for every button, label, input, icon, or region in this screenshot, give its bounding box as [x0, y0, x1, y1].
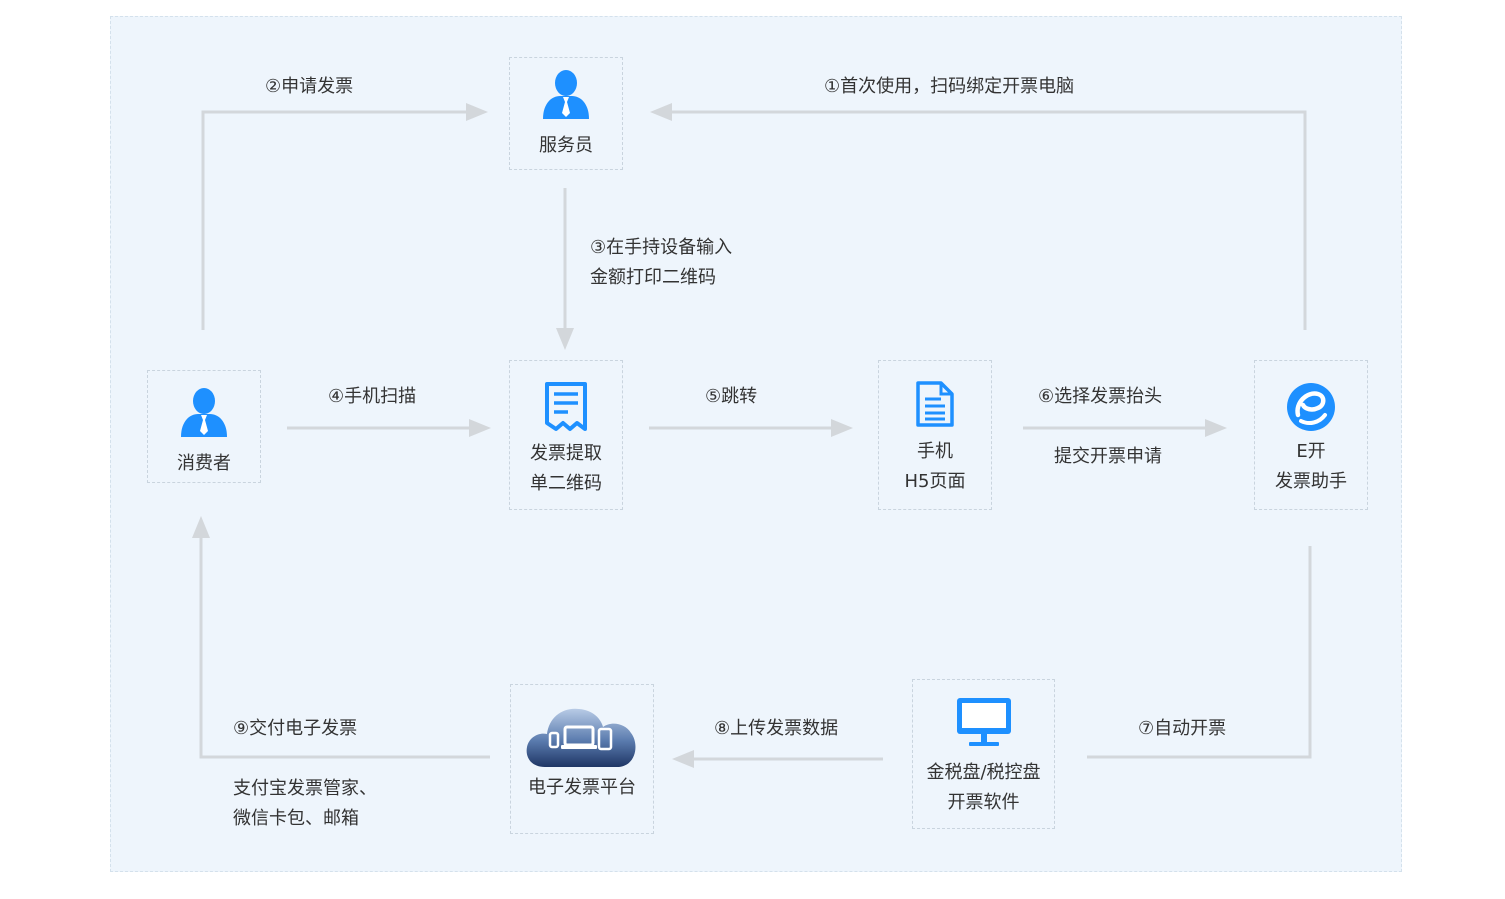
cloud-devices-icon: [526, 708, 636, 767]
person-tie-icon: [181, 388, 227, 437]
e-logo-icon: [1287, 383, 1335, 431]
edge-step1-label: ①首次使用，扫码绑定开票电脑: [824, 76, 1075, 97]
node-consumer: 消费者: [147, 370, 261, 483]
node-invoice-software: 金税盘/税控盘 开票软件: [912, 679, 1055, 829]
monitor-icon: [956, 698, 1011, 746]
node-e-invoice-platform: 电子发票平台: [510, 684, 654, 834]
person-tie-icon: [543, 70, 589, 119]
node-software-label-line2: 开票软件: [947, 792, 1020, 813]
node-e-assistant: E开 发票助手: [1254, 360, 1368, 510]
node-waiter: 服务员: [509, 57, 623, 170]
edge-step8-label: ⑧上传发票数据: [714, 718, 839, 739]
document-icon: [916, 381, 954, 427]
node-software-label-line1: 金税盘/税控盘: [926, 762, 1041, 783]
node-e-assistant-label-line1: E开: [1296, 441, 1326, 462]
edge-step5-label: ⑤跳转: [705, 386, 758, 407]
node-consumer-label: 消费者: [177, 453, 231, 474]
edge-step6-label-line2: 提交开票申请: [1054, 446, 1162, 467]
node-e-assistant-label-line2: 发票助手: [1275, 471, 1347, 492]
node-h5-label-line1: 手机: [917, 441, 953, 462]
receipt-icon: [545, 382, 587, 431]
edge-step6-label-line1: ⑥选择发票抬头: [1038, 386, 1163, 407]
node-qr-label-line1: 发票提取: [530, 443, 602, 464]
node-qr-receipt: 发票提取 单二维码: [509, 360, 623, 510]
node-h5-page: 手机 H5页面: [878, 360, 992, 510]
node-qr-label-line2: 单二维码: [530, 473, 602, 494]
edge-step9-note-line1: 支付宝发票管家、: [233, 778, 377, 799]
node-waiter-label: 服务员: [539, 135, 593, 156]
edge-step3-label-line1: ③在手持设备输入: [590, 237, 733, 258]
edge-step7-label: ⑦自动开票: [1138, 718, 1227, 739]
edge-step2-label: ②申请发票: [265, 76, 354, 97]
edge-step9-note-line2: 微信卡包、邮箱: [233, 808, 359, 829]
edge-step3-label-line2: 金额打印二维码: [590, 267, 716, 288]
edge-step4-label: ④手机扫描: [328, 386, 417, 407]
node-h5-label-line2: H5页面: [904, 471, 966, 492]
edge-step9-label: ⑨交付电子发票: [233, 718, 358, 739]
node-platform-label: 电子发票平台: [528, 777, 636, 798]
